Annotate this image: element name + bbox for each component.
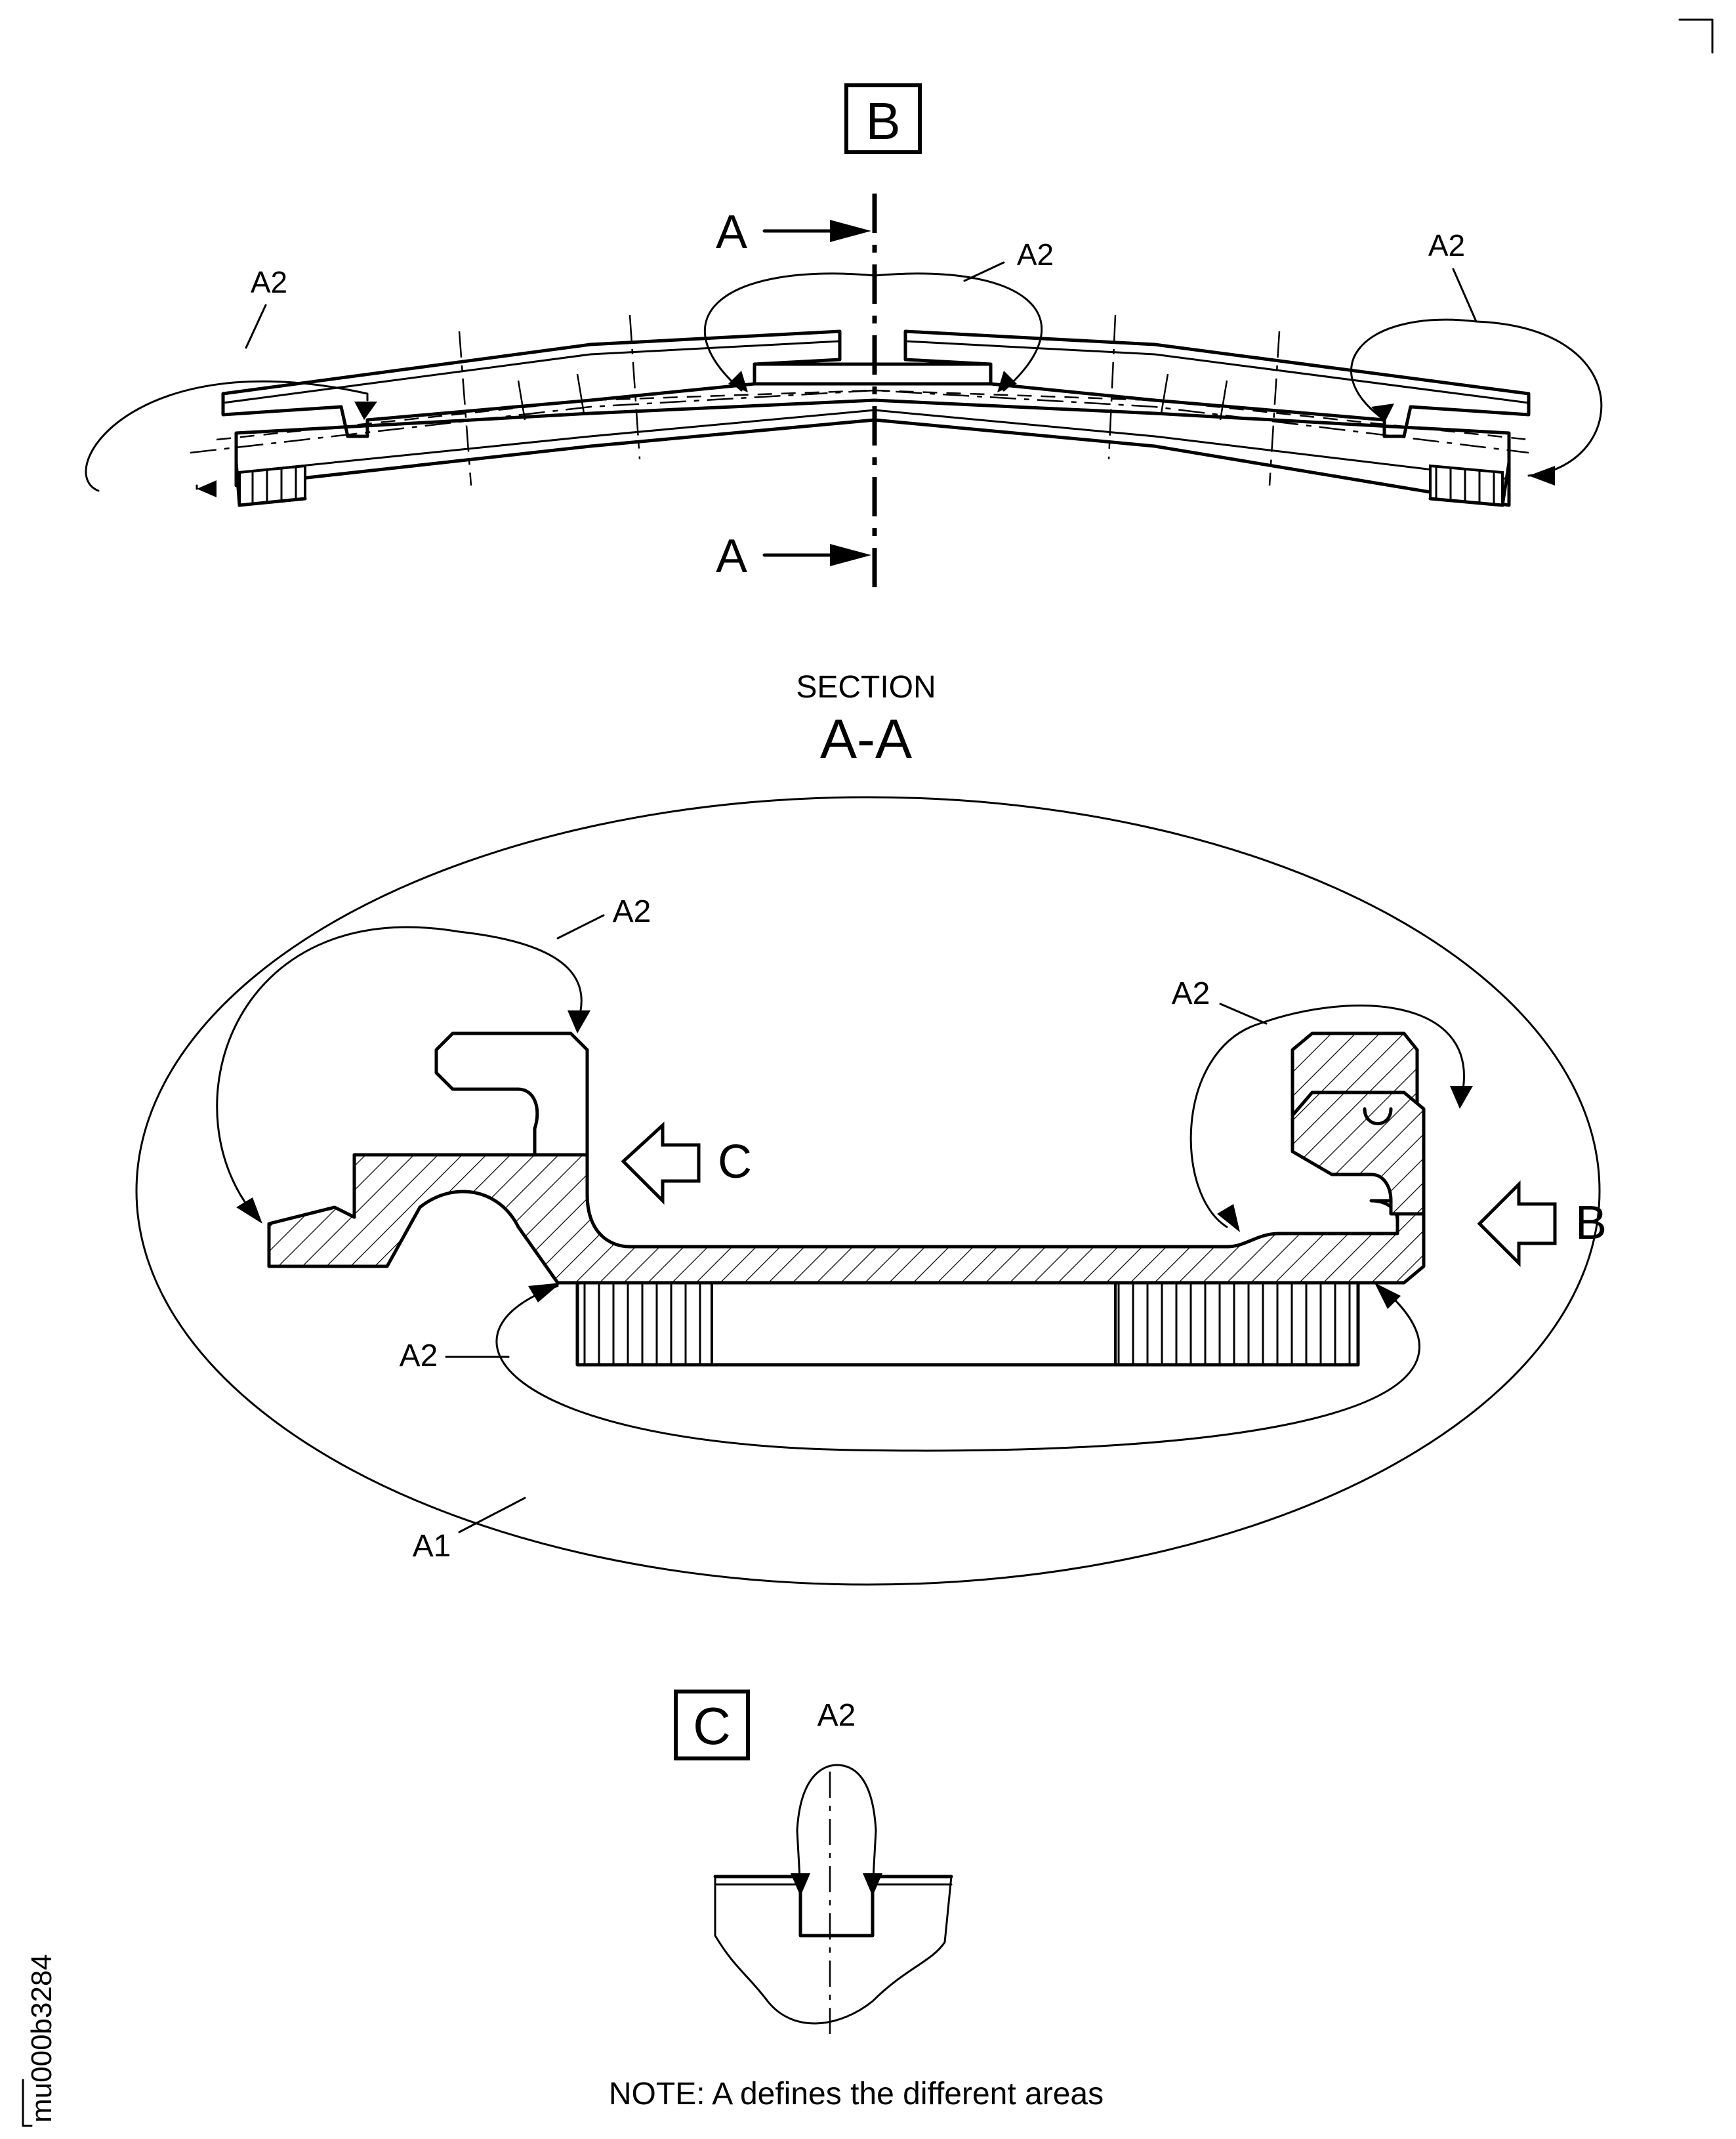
view-c-label: C	[693, 1697, 731, 1755]
figure-id: mu000b3284	[22, 1954, 58, 2127]
view-arrow-c: C	[621, 1121, 752, 1205]
section-name: A-A	[820, 708, 912, 770]
view-b-label: B	[865, 92, 900, 150]
radial-line	[629, 314, 641, 460]
note-text: NOTE: A defines the different areas	[609, 2077, 1104, 2111]
radial-line	[1268, 331, 1281, 486]
section-mark-bottom: A	[716, 530, 747, 583]
radial-line	[1107, 314, 1117, 460]
section-arrow-top-head	[830, 220, 871, 242]
view-b-area-left: A2	[85, 265, 377, 497]
area-label-section-lower: A2	[400, 1339, 438, 1373]
section-area-upper-right: A2	[1172, 976, 1473, 1232]
view-c: C A2	[674, 1690, 953, 2037]
view-arrow-b-label: B	[1575, 1197, 1607, 1249]
view-arrow-b: B	[1477, 1180, 1607, 1268]
view-b-label-box	[844, 83, 922, 154]
area-label-section-upper-left: A2	[613, 894, 651, 929]
section-a-a: A1 A2	[135, 796, 1607, 1586]
area-a1-boundary	[135, 796, 1601, 1586]
section-arrow-bottom-head	[830, 544, 871, 566]
section-area-upper-left: A2	[216, 894, 651, 1224]
section-area-lower: A2	[400, 1283, 1420, 1452]
view-b: B A A	[85, 83, 1603, 587]
area-label-b-center: A2	[1017, 238, 1054, 272]
area-label-section-upper-right: A2	[1172, 976, 1210, 1011]
section-mark-top: A	[716, 206, 747, 259]
corner-mark	[1678, 18, 1714, 54]
area-label-b-left: A2	[251, 265, 287, 299]
view-b-area-center: A2	[703, 238, 1054, 392]
radial-line	[458, 331, 472, 486]
profile-cross-section	[267, 1031, 1426, 1367]
segment-body	[190, 314, 1531, 507]
figure-id-text: mu000b3284	[26, 1954, 58, 2123]
area-label-a1: A1	[413, 1529, 451, 1564]
view-b-area-right: A2	[1350, 228, 1603, 486]
view-c-label-box	[674, 1690, 750, 1760]
section-title: SECTION	[796, 670, 936, 705]
area-label-view-c: A2	[817, 1698, 856, 1733]
area-label-b-right: A2	[1428, 228, 1465, 262]
view-arrow-c-label: C	[718, 1136, 752, 1188]
